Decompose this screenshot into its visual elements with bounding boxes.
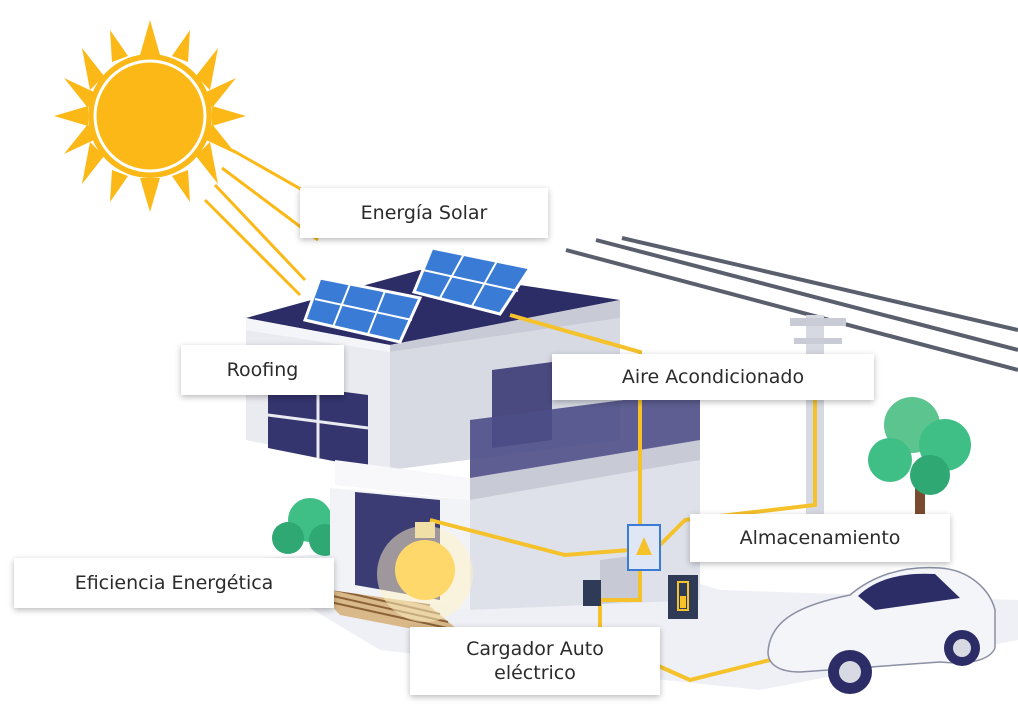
tree-icon: [868, 397, 971, 520]
label-energia-solar-text: Energía Solar: [361, 201, 488, 225]
label-energia-solar: Energía Solar: [300, 188, 548, 238]
label-almacenamiento-text: Almacenamiento: [740, 526, 901, 550]
label-cargador-auto-line1: Cargador Auto: [466, 637, 604, 661]
label-eficiencia-energetica: Eficiencia Energética: [14, 558, 334, 608]
label-almacenamiento: Almacenamiento: [690, 514, 950, 562]
label-cargador-auto: Cargador Auto eléctrico: [410, 627, 660, 695]
breaker-box-icon: [628, 525, 660, 570]
label-cargador-auto-line2: eléctrico: [494, 661, 576, 685]
battery-icon: [668, 575, 698, 619]
label-aire-acondicionado: Aire Acondicionado: [552, 354, 874, 400]
label-roofing: Roofing: [181, 345, 344, 395]
charger-icon: [583, 580, 601, 606]
label-eficiencia-energetica-text: Eficiencia Energética: [75, 571, 274, 595]
sun-icon: [54, 20, 320, 295]
label-aire-acondicionado-text: Aire Acondicionado: [622, 365, 804, 389]
label-roofing-text: Roofing: [227, 358, 299, 382]
